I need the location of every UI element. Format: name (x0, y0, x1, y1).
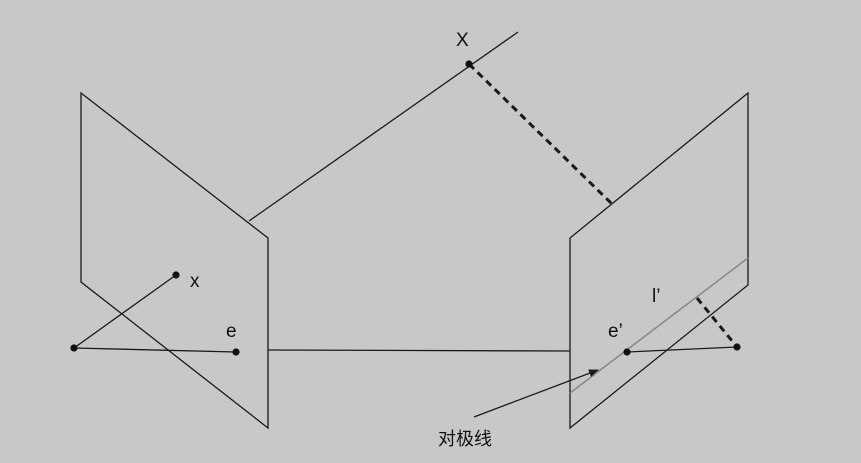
right-camera-center (733, 343, 741, 351)
epipole-right-point (623, 348, 631, 356)
dashed-projection-lower (695, 297, 739, 348)
world-point-X (465, 60, 473, 68)
label-epipole-right: e’ (608, 321, 623, 342)
label-epipole-left: e (226, 321, 237, 342)
label-world-point: X (456, 30, 469, 51)
caption-arrow (473, 369, 599, 418)
label-epipolar-line-caption: 对极线 (438, 429, 492, 450)
baseline-middle (267, 349, 571, 352)
epipole-left-point (232, 348, 240, 356)
ray-left-upper (248, 31, 519, 222)
label-epipolar-line: l’ (652, 286, 660, 307)
image-point-x (172, 271, 180, 279)
label-image-point: x (190, 271, 200, 292)
baseline-right (626, 346, 738, 353)
baseline-left (73, 347, 237, 353)
left-image-plane (80, 91, 269, 430)
right-image-plane (569, 91, 749, 430)
dashed-projection-upper (467, 62, 615, 207)
left-camera-center (70, 344, 78, 352)
epipolar-line (569, 257, 749, 394)
ray-left-lower (73, 274, 177, 349)
